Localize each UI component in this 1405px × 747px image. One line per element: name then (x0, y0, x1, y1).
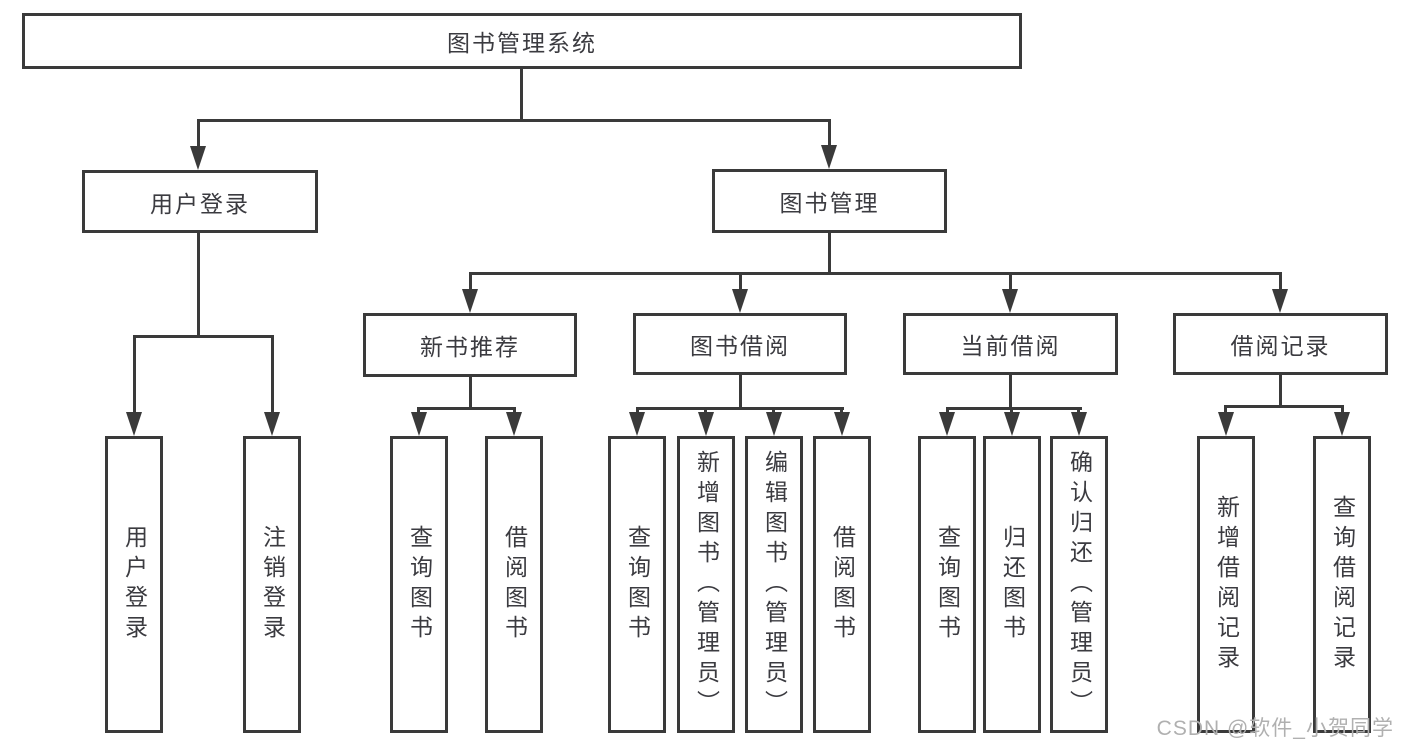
leaf-label: 借阅图书 (501, 524, 528, 645)
connector-line (1279, 374, 1282, 408)
node-label: 图书管理 (779, 190, 880, 216)
leaf-label: 注销登录 (259, 524, 286, 645)
leaf-label: 查询借阅记录 (1329, 494, 1356, 675)
node-current-borrowing: 当前借阅 (903, 313, 1118, 375)
connector-line (1010, 407, 1013, 416)
connector-line (1224, 405, 1227, 415)
connector-line (197, 232, 200, 338)
leaf-label: 新增借阅记录 (1213, 494, 1240, 675)
node-label: 用户登录 (150, 190, 250, 217)
connector-line (133, 335, 136, 415)
connector-line (636, 407, 844, 410)
arrow-down-icon (264, 412, 280, 436)
connector-line (197, 119, 200, 149)
connector-line (197, 119, 831, 122)
arrow-down-icon (1218, 412, 1234, 436)
connector-line (946, 407, 949, 416)
leaf-query-borrow-record: 查询借阅记录 (1313, 436, 1371, 733)
connector-line (133, 335, 274, 338)
leaf-query-books-current: 查询图书 (918, 436, 976, 733)
leaf-query-books-recommend: 查询图书 (390, 436, 448, 733)
leaf-confirm-return-admin: 确认归还（管理员） (1050, 436, 1108, 733)
arrow-down-icon (629, 412, 645, 436)
connector-line (520, 68, 523, 121)
connector-line (828, 232, 831, 274)
connector-line (1341, 405, 1344, 415)
arrow-down-icon (698, 412, 714, 436)
connector-line (739, 272, 742, 292)
leaf-return-books: 归还图书 (983, 436, 1041, 733)
leaf-add-borrow-record: 新增借阅记录 (1197, 436, 1255, 733)
arrow-down-icon (766, 412, 782, 436)
node-new-book-recommend: 新书推荐 (363, 313, 577, 377)
node-book-borrowing: 图书借阅 (633, 313, 847, 375)
leaf-query-books-borrowing: 查询图书 (608, 436, 666, 733)
node-label: 当前借阅 (960, 333, 1061, 359)
arrow-down-icon (1334, 412, 1350, 436)
connector-line (1077, 407, 1080, 416)
leaf-add-books-admin: 新增图书（管理员） (677, 436, 735, 733)
arrow-down-icon (1004, 412, 1020, 436)
node-label: 借阅记录 (1230, 333, 1331, 359)
connector-line (469, 272, 472, 292)
connector-line (271, 335, 274, 415)
connector-line (1279, 272, 1282, 292)
connector-line (1224, 405, 1344, 408)
leaf-label: 查询图书 (624, 524, 651, 645)
leaf-label: 查询图书 (934, 524, 961, 645)
arrow-down-icon (821, 145, 837, 169)
connector-line (946, 407, 1082, 410)
node-label: 新书推荐 (420, 334, 520, 360)
leaf-label: 确认归还（管理员） (1066, 449, 1093, 720)
node-label: 图书管理系统 (447, 30, 597, 56)
connector-line (417, 407, 420, 416)
arrow-down-icon (190, 146, 206, 170)
node-book-management: 图书管理 (712, 169, 947, 233)
leaf-label: 归还图书 (999, 524, 1026, 645)
node-user-login: 用户登录 (82, 170, 318, 233)
arrow-down-icon (1071, 412, 1087, 436)
leaf-borrow-books-borrowing: 借阅图书 (813, 436, 871, 733)
arrow-down-icon (506, 412, 522, 436)
connector-line (1009, 374, 1012, 409)
csdn-watermark: CSDN @软件_小贺同学 (1156, 717, 1394, 740)
arrow-down-icon (1272, 289, 1288, 313)
arrow-down-icon (732, 289, 748, 313)
leaf-label: 查询图书 (406, 524, 433, 645)
arrow-down-icon (834, 412, 850, 436)
arrow-down-icon (1002, 289, 1018, 313)
connector-line (469, 376, 472, 409)
connector-line (636, 407, 639, 416)
leaf-label: 新增图书（管理员） (693, 449, 720, 720)
node-label: 图书借阅 (690, 333, 790, 359)
connector-line (417, 407, 516, 410)
leaf-label: 用户登录 (121, 524, 148, 645)
leaf-edit-books-admin: 编辑图书（管理员） (745, 436, 803, 733)
connector-line (840, 407, 843, 416)
leaf-logout: 注销登录 (243, 436, 301, 733)
connector-line (828, 119, 831, 149)
connector-line (739, 374, 742, 409)
connector-line (469, 272, 1282, 275)
arrow-down-icon (462, 289, 478, 313)
leaf-label: 编辑图书（管理员） (761, 449, 788, 720)
arrow-down-icon (126, 412, 142, 436)
arrow-down-icon (411, 412, 427, 436)
connector-line (704, 407, 707, 416)
arrow-down-icon (939, 412, 955, 436)
node-library-management-system: 图书管理系统 (22, 13, 1022, 69)
node-borrowing-records: 借阅记录 (1173, 313, 1388, 375)
leaf-borrow-books-recommend: 借阅图书 (485, 436, 543, 733)
connector-line (1009, 272, 1012, 292)
leaf-user-login: 用户登录 (105, 436, 163, 733)
connector-line (772, 407, 775, 416)
leaf-label: 借阅图书 (829, 524, 856, 645)
connector-line (513, 407, 516, 416)
